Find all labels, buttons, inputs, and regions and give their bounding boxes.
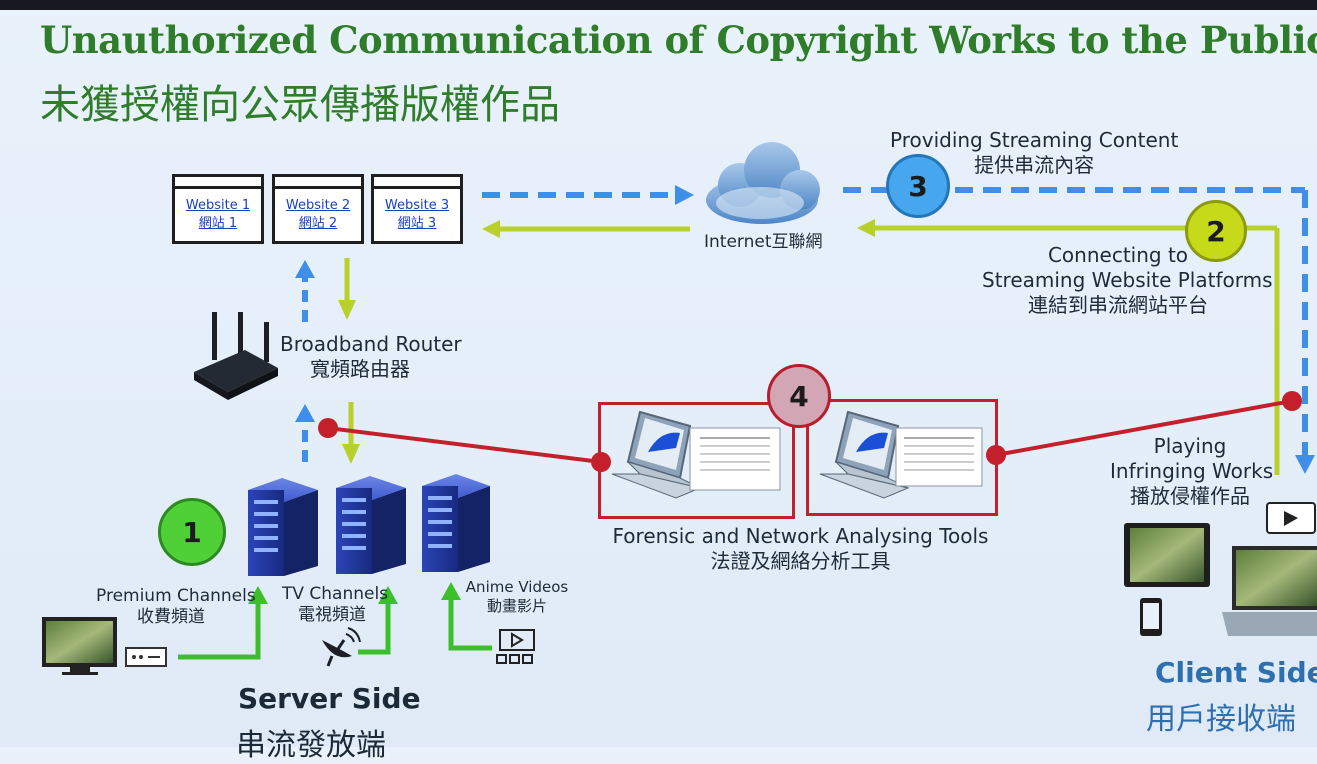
satellite-dish-icon (322, 627, 361, 667)
tv-label-zh: 電視頻道 (298, 605, 366, 626)
website-2-window: Website 2 網站 2 (272, 174, 364, 244)
playing-label: Playing Infringing Works 播放侵權作品 (1110, 434, 1274, 509)
upload-arrow-premium (178, 586, 268, 660)
server-icon-3 (422, 474, 490, 572)
upload-arrow-tv (358, 586, 398, 655)
set-top-box-icon (125, 647, 167, 667)
server-icon-1 (248, 478, 318, 576)
forensic-label-zh: 法證及網絡分析工具 (710, 549, 891, 573)
playing-line1: Playing (1153, 434, 1227, 458)
router-label: Broadband Router 寬頻路由器 (280, 332, 462, 382)
playing-zh: 播放侵權作品 (1130, 484, 1250, 508)
tv-icon (42, 617, 117, 675)
router-label-en: Broadband Router (280, 332, 462, 356)
step-4-badge: 4 (767, 364, 831, 428)
providing-label-zh: 提供串流內容 (974, 153, 1095, 177)
playing-line2: Infringing Works (1110, 459, 1274, 483)
anime-label-zh: 動畫影片 (486, 596, 547, 615)
providing-label-en: Providing Streaming Content (890, 128, 1179, 152)
forensic-laptop-icon-2 (819, 410, 910, 499)
connecting-line1: Connecting to (1047, 243, 1189, 267)
router-icon (194, 312, 278, 400)
connecting-zh: 連結到串流網站平台 (1028, 293, 1208, 317)
forensic-tool-box-1 (598, 402, 795, 519)
premium-channels-label: Premium Channels 收費頻道 (96, 586, 256, 629)
server-icon-2 (336, 476, 406, 574)
client-side-heading-zh: 用戶接收端 (1146, 702, 1296, 737)
providing-streaming-label: Providing Streaming Content 提供串流內容 (890, 128, 1178, 178)
website-2-label-zh[interactable]: 網站 2 (298, 215, 338, 231)
play-button-icon (1266, 502, 1316, 534)
client-side-heading: Client Side (1155, 656, 1317, 689)
premium-label-zh: 收費頻道 (137, 607, 205, 628)
anime-label-en: Anime Videos (465, 578, 569, 596)
flow-blue-internet-client (843, 187, 1315, 474)
router-label-zh: 寬頻路由器 (310, 357, 410, 381)
website-1-window: Website 1 網站 1 (172, 174, 264, 244)
step-3-badge: 3 (886, 154, 950, 218)
flow-blue-websites-internet (482, 185, 694, 205)
forensic-report-2 (895, 427, 983, 487)
forensic-tool-box-2 (806, 399, 998, 516)
laptop-client-icon (1222, 546, 1317, 636)
tv-channels-label: TV Channels 電視頻道 (282, 584, 388, 627)
step-2-badge: 2 (1185, 200, 1247, 262)
forensic-link-line (318, 391, 1302, 472)
cinema-icon (496, 629, 535, 664)
forensic-label-en: Forensic and Network Analysing Tools (612, 524, 989, 548)
step-1-badge: 1 (158, 498, 226, 566)
website-1-label[interactable]: Website 1 (185, 198, 251, 213)
website-3-label-zh[interactable]: 網站 3 (397, 215, 437, 231)
upload-arrow-anime (441, 582, 492, 651)
anime-videos-label: Anime Videos 動畫影片 (464, 578, 570, 616)
forensic-tools-label: Forensic and Network Analysing Tools 法證及… (603, 524, 998, 574)
website-3-label[interactable]: Website 3 (384, 198, 450, 213)
premium-label-en: Premium Channels (96, 586, 256, 606)
top-bezel (0, 0, 1317, 10)
server-side-heading-zh: 串流發放端 (236, 728, 386, 763)
smartphone-icon (1140, 598, 1162, 636)
internet-cloud-icon (706, 142, 820, 224)
tv-label-en: TV Channels (282, 584, 389, 604)
server-side-heading: Server Side (238, 682, 421, 715)
website-2-label[interactable]: Website 2 (285, 198, 351, 213)
website-3-window: Website 3 網站 3 (371, 174, 463, 244)
website-1-label-zh[interactable]: 網站 1 (198, 215, 238, 231)
internet-label: Internet互聯網 (704, 232, 823, 252)
flow-servers-router (295, 402, 360, 464)
forensic-report-1 (689, 427, 781, 491)
title-english: Unauthorized Communication of Copyright … (40, 18, 1317, 62)
title-chinese: 未獲授權向公眾傳播版權作品 (40, 82, 560, 128)
flow-router-websites (295, 258, 356, 322)
diagram-canvas (42, 142, 1317, 675)
connecting-label: Connecting to Streaming Website Platform… (982, 243, 1273, 318)
connecting-line2: Streaming Website Platforms (982, 268, 1273, 292)
tablet-icon (1124, 523, 1210, 587)
